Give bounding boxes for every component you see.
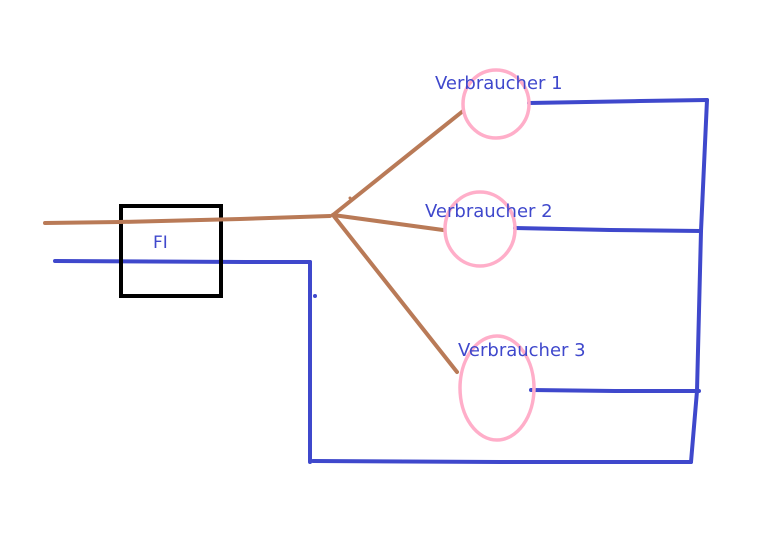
consumer-1-symbol: [461, 68, 531, 140]
phase-to-consumer-2: [331, 213, 445, 232]
neutral-from-consumer-3: [529, 388, 701, 393]
fi-label: FI: [153, 233, 168, 253]
phase-in-wire: [43, 214, 332, 225]
consumer-1-label: Verbraucher 1: [435, 73, 563, 94]
consumer-2-label: Verbraucher 2: [425, 201, 553, 222]
consumers: [443, 68, 536, 442]
neutral-from-consumer-2: [513, 226, 703, 233]
phase-to-consumer-1: [331, 109, 465, 217]
neutral-in-wire: [53, 259, 312, 264]
neutral-from-consumer-1: [527, 98, 709, 105]
neutral-right-bus: [689, 98, 709, 464]
neutral-dot: [313, 294, 317, 298]
phase-wiring: [43, 109, 465, 374]
neutral-wiring: [53, 98, 709, 464]
phase-to-consumer-3: [331, 213, 459, 374]
phase-junction-tick: [348, 196, 352, 200]
neutral-return-bottom: [311, 459, 693, 464]
consumer-2-symbol: [443, 190, 517, 268]
consumer-3-symbol: [458, 334, 536, 442]
consumer-3-label: Verbraucher 3: [458, 340, 586, 361]
fi-breaker-box: [119, 204, 223, 298]
